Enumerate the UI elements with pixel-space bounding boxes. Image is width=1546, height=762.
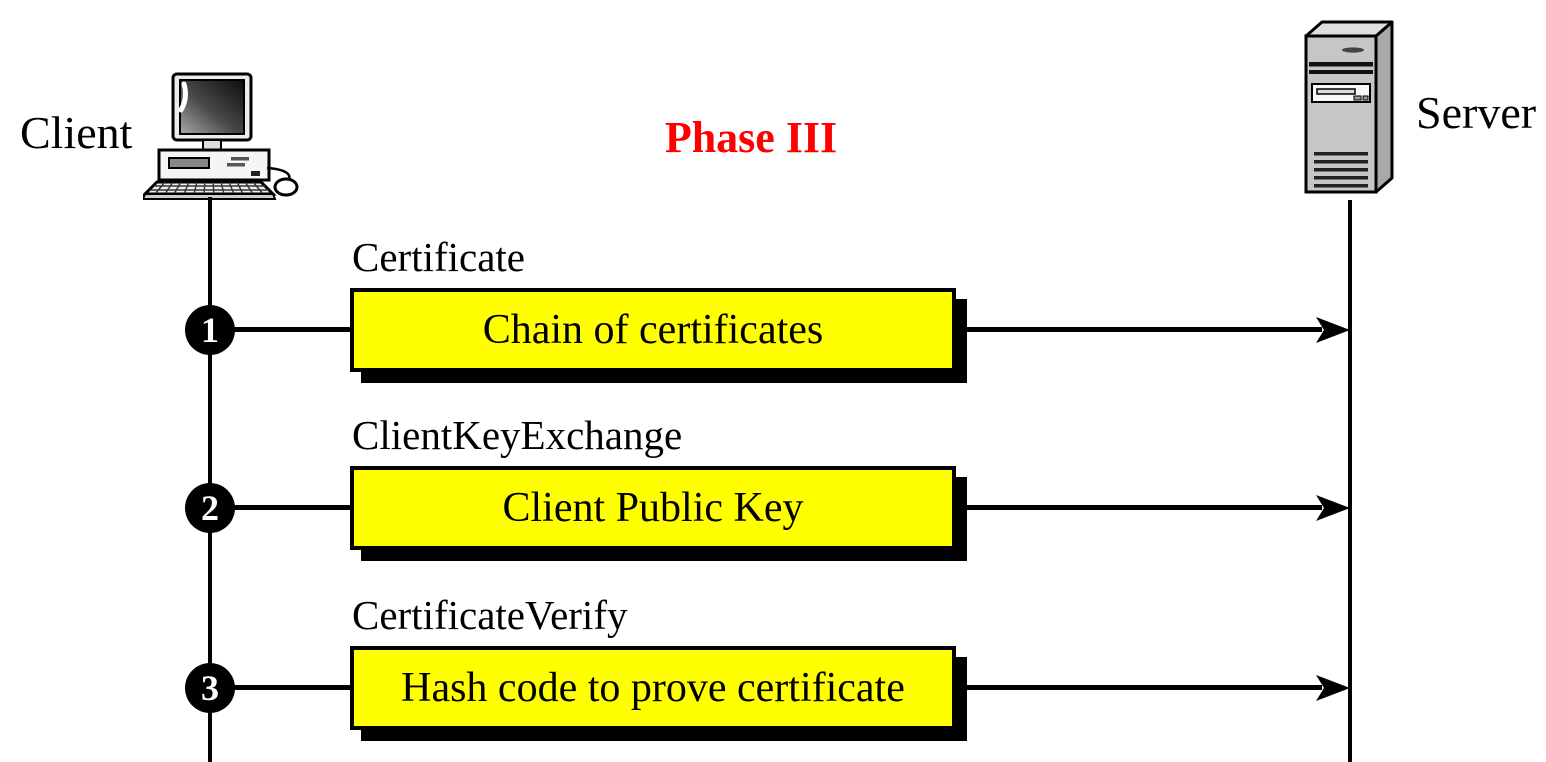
phase-title: Phase III [664,113,838,162]
client-label: Client [20,107,133,158]
client-computer-icon [143,72,299,200]
payload-box: Client Public Key [350,466,956,550]
message-name: ClientKeyExchange [352,412,683,458]
payload-box: Chain of certificates [350,288,956,372]
message-row-certificate-verify: CertificateVerify Hash code to prove cer… [0,591,1546,751]
step-number-badge: 2 [185,483,235,533]
arrowhead-icon [1316,317,1350,343]
message-name: Certificate [352,234,526,280]
step-number-badge: 1 [185,305,235,355]
arrowhead-icon [1316,495,1350,521]
message-row-client-key-exchange: ClientKeyExchange Client Public Key 2 [0,411,1546,571]
arrowhead-icon [1316,675,1350,701]
message-name: CertificateVerify [352,592,628,638]
message-row-certificate: Certificate Chain of certificates 1 [0,233,1546,393]
payload-box: Hash code to prove certificate [350,646,956,730]
server-lifeline [1348,200,1352,762]
server-tower-icon [1304,20,1394,194]
client-lifeline [208,197,212,762]
server-label: Server [1416,87,1537,138]
step-number-badge: 3 [185,663,235,713]
